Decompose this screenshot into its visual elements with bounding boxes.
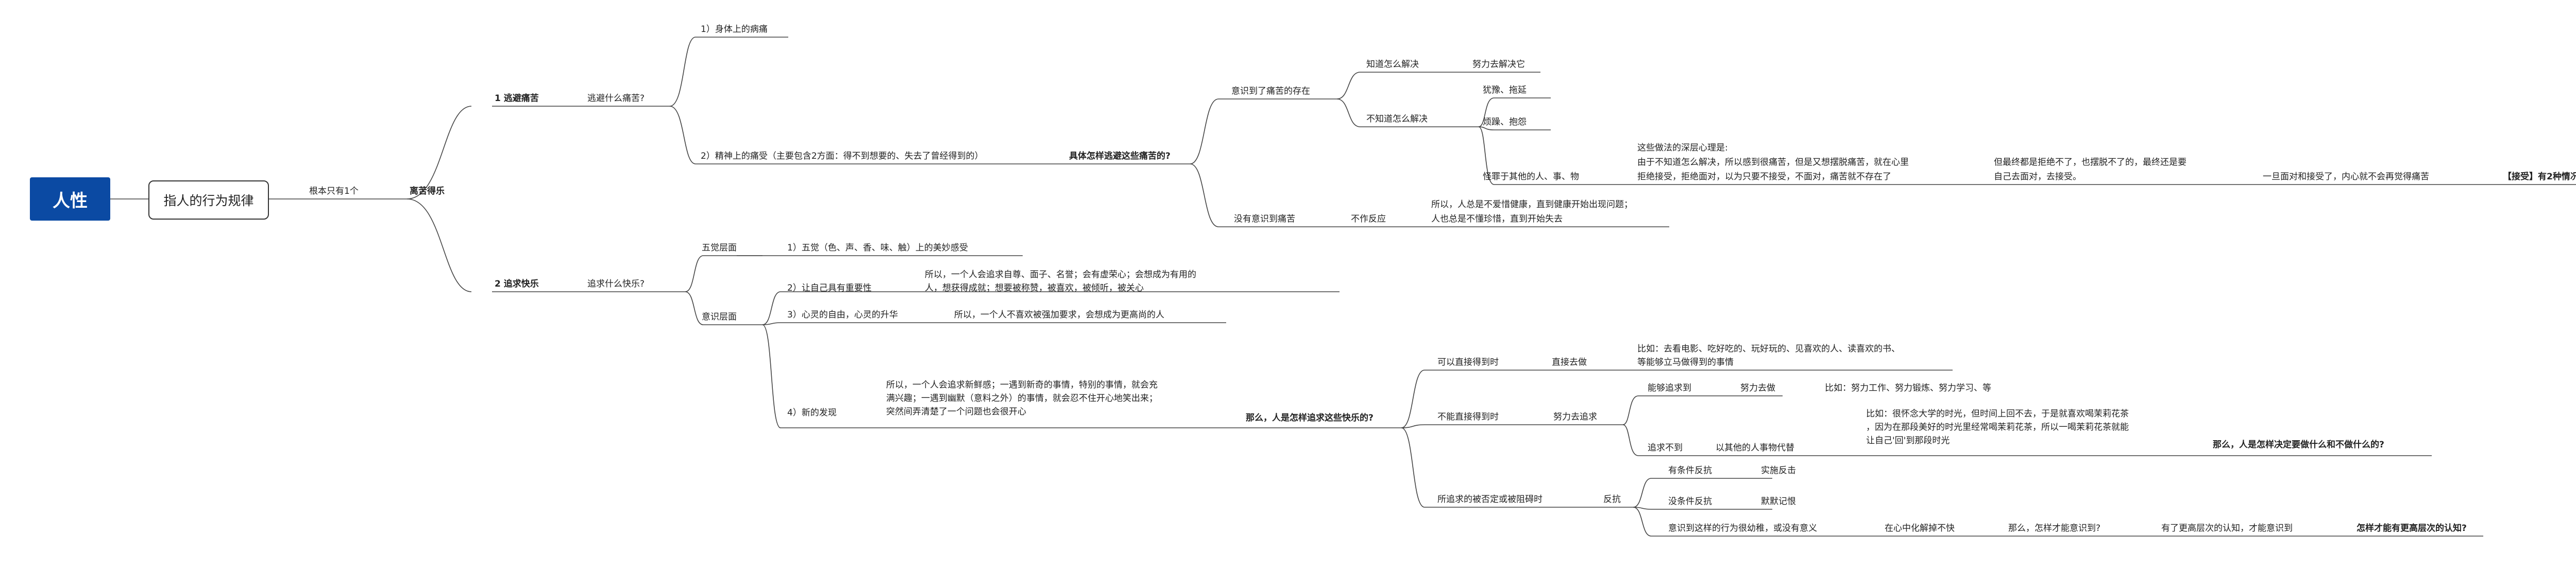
connector xyxy=(1336,98,1479,127)
aware-pain: 意识到了痛苦的存在 xyxy=(1231,86,1310,96)
work-solve: 努力去解决它 xyxy=(1472,59,1525,70)
connector xyxy=(1401,427,1633,508)
cannot-pursue: 追求不到 xyxy=(1648,443,1683,453)
hesitate: 犹豫、拖延 xyxy=(1483,85,1527,95)
blocked: 所追求的被否定或被阻碍时 xyxy=(1437,494,1543,505)
not-know-how: 不知道怎么解决 xyxy=(1366,114,1428,124)
avoid-pain-node: 1 逃避痛苦 xyxy=(495,93,539,104)
substitute-line-3: 让自己'回'到那段时光 xyxy=(1866,436,1950,446)
no-condition: 没条件反抗 xyxy=(1668,496,1712,507)
blame: 怪罪于其他的人、事、物 xyxy=(1483,172,1579,182)
no-react: 不作反应 xyxy=(1351,214,1386,224)
accept-two: 【接受】有2种情况 xyxy=(2503,172,2576,182)
connector xyxy=(1633,507,2483,537)
how-seek: 那么，人是怎样追求这些快乐的? xyxy=(1246,413,1374,423)
freedom: 3）心灵的自由，心灵的升华 xyxy=(787,310,898,320)
strive-do: 努力去做 xyxy=(1740,383,1775,393)
connector xyxy=(1190,98,1337,164)
irritable: 烦躁、抱怨 xyxy=(1483,117,1527,127)
root-cause-label: 根本只有1个 xyxy=(309,186,359,196)
resolve: 在心中化解掉不快 xyxy=(1885,523,1955,533)
know-how: 知道怎么解决 xyxy=(1366,59,1419,70)
substitute-line-1: 比如：很怀念大学的时光，但时间上回不去，于是就喜欢喝茉莉花茶 xyxy=(1866,409,2129,419)
physical-pain: 1）身体上的病痛 xyxy=(701,24,768,35)
connector xyxy=(1478,97,1551,127)
connector xyxy=(1190,163,1669,227)
connector xyxy=(669,106,1190,164)
connector xyxy=(669,37,788,107)
avoid-question: 逃避什么痛苦? xyxy=(587,93,645,104)
connector xyxy=(1478,126,2576,185)
direct-line-1: 比如：去看电影、吃好吃的、玩好玩的、见喜欢的人、读喜欢的书、 xyxy=(1637,344,1900,354)
seek-pleasure-node: 2 追求快乐 xyxy=(495,279,539,289)
law-node: 指人的行为规律 xyxy=(148,180,269,220)
connector xyxy=(685,291,762,325)
root-node: 人性 xyxy=(30,177,110,221)
deep-line-1: 这些做法的深层心理是: xyxy=(1637,143,1728,153)
do-direct: 直接去做 xyxy=(1552,357,1587,368)
connector xyxy=(1633,507,1772,510)
discovery-line-1: 所以，一个人会追求新鲜感；一遇到新奇的事情，特别的事情，就会充 xyxy=(886,380,1158,390)
silent-grudge: 默默记恨 xyxy=(1761,496,1796,507)
connector xyxy=(1336,72,1540,99)
important-line-1: 所以，一个人会追求自尊、面子、名誉；会有虚荣心；会想成为有用的 xyxy=(925,270,1196,280)
discovery: 4）新的发现 xyxy=(787,408,837,418)
mental-pain: 2）精神上的痛受（主要包含2方面：得不到想要的、失去了曾经得到的） xyxy=(701,151,984,161)
indirect-get: 不能直接得到时 xyxy=(1437,412,1499,422)
conscious-level: 意识层面 xyxy=(702,312,737,322)
how-realize: 那么，怎样才能意识到? xyxy=(2008,523,2101,533)
resist: 反抗 xyxy=(1603,494,1621,505)
strive-example: 比如：努力工作、努力锻炼、努力学习、等 xyxy=(1825,383,1991,393)
pain-pleasure-node: 离苦得乐 xyxy=(410,186,445,196)
unaware-line-1: 所以，人总是不爱惜健康，直到健康开始出现问题； xyxy=(1431,199,1633,210)
connector xyxy=(762,291,1340,325)
final-line-1: 但最终都是拒绝不了，也摆脱不了的，最终还是要 xyxy=(1994,157,2187,168)
important-line-2: 人，想获得成就；想要被称赞，被喜欢，被倾听，被关心 xyxy=(925,283,1144,293)
substitute: 以其他的人事物代替 xyxy=(1716,443,1794,453)
important: 2）让自己具有重要性 xyxy=(787,283,872,293)
connector xyxy=(1633,478,1772,508)
strike-back: 实施反击 xyxy=(1761,465,1796,476)
connector xyxy=(1401,424,1623,428)
unaware-pain: 没有意识到痛苦 xyxy=(1234,214,1295,224)
how-avoid: 具体怎样逃避这些痛苦的? xyxy=(1069,151,1171,161)
connector xyxy=(685,255,762,292)
accept-line: 一旦面对和接受了，内心就不会再觉得痛苦 xyxy=(2263,172,2429,182)
can-pursue: 能够追求到 xyxy=(1648,383,1691,393)
connector xyxy=(406,106,472,199)
deep-line-3: 拒绝接受，拒绝面对，以为只要不接受，不面对，痛苦就不存在了 xyxy=(1637,172,1891,182)
seek-question: 追求什么快乐? xyxy=(587,279,645,289)
realize: 意识到这样的行为很幼稚，或没有意义 xyxy=(1668,523,1817,533)
direct-line-2: 等能够立马做得到的事情 xyxy=(1637,357,1734,368)
connector xyxy=(406,198,472,292)
strive: 努力去追求 xyxy=(1553,412,1597,422)
how-higher: 怎样才能有更高层次的认知? xyxy=(2357,523,2467,533)
deep-line-2: 由于不知道怎么解决，所以感到很痛苦，但是又想摆脱痛苦，就在心里 xyxy=(1637,157,1909,168)
freedom-desc: 所以，一个人不喜欢被强加要求，会想成为更高尚的人 xyxy=(954,310,1164,320)
has-condition: 有条件反抗 xyxy=(1668,465,1712,476)
discovery-line-2: 满兴趣；一遇到幽默（意料之外）的事情，就会忍不住开心地笑出来； xyxy=(886,393,1158,404)
connector xyxy=(1478,126,1551,130)
decide-question: 那么，人是怎样决定要做什么和不做什么的? xyxy=(2213,440,2384,450)
connector xyxy=(762,324,1401,428)
direct-get: 可以直接得到时 xyxy=(1437,357,1499,368)
connector xyxy=(1622,395,1783,425)
substitute-line-2: ，因为在那段美好的时光里经常喝茉莉花茶，所以一喝茉莉花茶就能 xyxy=(1866,422,2129,432)
higher-cognition: 有了更高层次的认知，才能意识到 xyxy=(2161,523,2293,533)
final-line-2: 自己去面对，去接受。 xyxy=(1994,172,2081,182)
five-senses: 1）五觉（色、声、香、味、触）上的美妙感受 xyxy=(787,243,968,253)
unaware-line-2: 人也总是不懂珍惜，直到开始失去 xyxy=(1431,214,1563,224)
connector xyxy=(762,322,1226,325)
discovery-line-3: 突然间弄清楚了一个问题也会很开心 xyxy=(886,407,1026,417)
connector xyxy=(1622,424,2432,456)
connector xyxy=(1401,370,1953,428)
five-level: 五觉层面 xyxy=(702,243,737,253)
